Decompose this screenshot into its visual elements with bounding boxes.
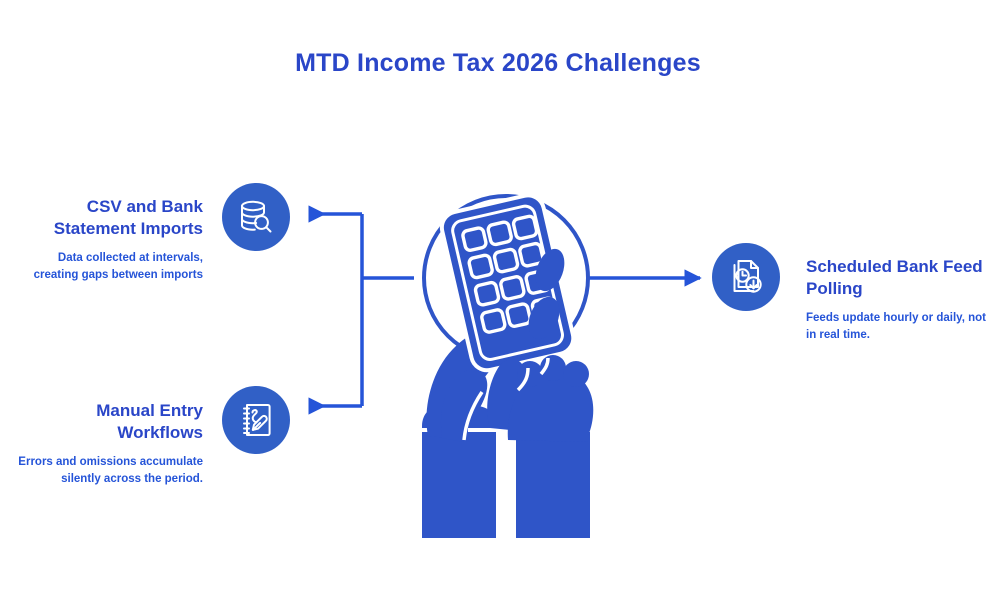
notebook-pen-icon	[222, 386, 290, 454]
page-title: MTD Income Tax 2026 Challenges	[295, 49, 701, 77]
node-title: CSV and Bank Statement Imports	[53, 197, 203, 239]
hands-holding-calculator-illustration	[398, 178, 614, 538]
database-search-icon	[222, 183, 290, 251]
node-title: Scheduled Bank Feed Polling	[806, 257, 983, 299]
node-manual-entry-workflows: Manual Entry Workflows Errors and omissi…	[10, 400, 203, 487]
node-csv-bank-statement-imports: CSV and Bank Statement Imports Data coll…	[18, 196, 203, 283]
document-clock-download-icon	[712, 243, 780, 311]
node-description: Data collected at intervals, creating ga…	[33, 251, 203, 281]
node-title: Manual Entry Workflows	[96, 401, 203, 443]
node-scheduled-bank-feed-polling: Scheduled Bank Feed Polling Feeds update…	[806, 256, 986, 343]
node-description: Feeds update hourly or daily, not in rea…	[806, 311, 986, 341]
node-description: Errors and omissions accumulate silently…	[18, 455, 203, 485]
